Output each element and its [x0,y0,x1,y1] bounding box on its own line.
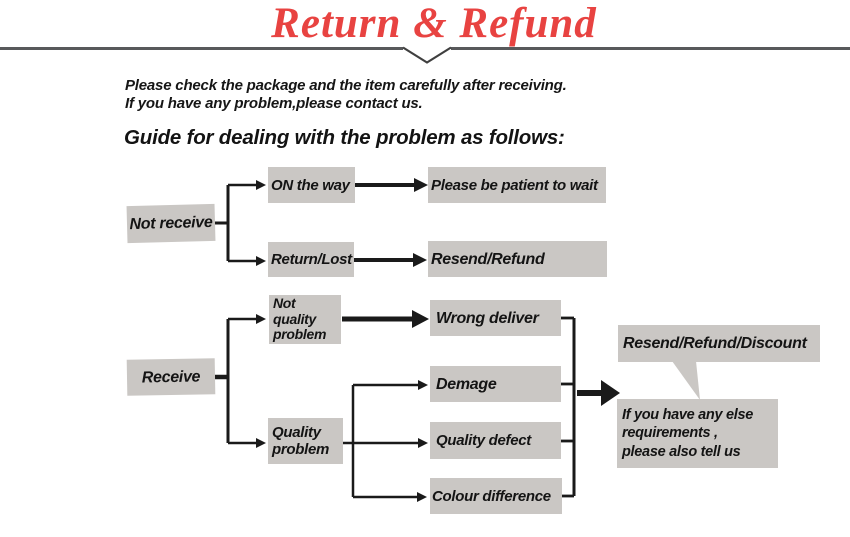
flow-box-not-quality-problem: Not quality problem [269,295,341,344]
header-divider-rule [0,46,850,64]
flow-box-else-requirements: If you have any else requirements , plea… [617,399,778,468]
flow-box-colour-difference: Colour difference [430,478,562,514]
flow-box-resend-refund: Resend/Refund [428,241,607,277]
flow-box-quality-defect: Quality defect [430,422,561,459]
collector-lines [561,316,602,498]
flow-box-please-be-patient: Please be patient to wait [428,167,606,203]
flow-box-wrong-deliver: Wrong deliver [430,300,561,336]
receive-branch-lines [215,316,418,499]
receive-branch-arrowheads [256,310,429,502]
page-title: Return & Refund [271,0,597,47]
flow-box-quality-problem: Quality problem [268,418,343,464]
intro-line-2: If you have any problem,please contact u… [125,95,423,112]
flow-box-not-receive: Not receive [126,203,216,244]
guide-heading: Guide for dealing with the problem as fo… [124,126,565,149]
speech-bubble-tail [672,361,700,400]
flow-box-return-lost: Return/Lost [268,242,354,277]
flow-box-demage: Demage [430,366,561,402]
flow-box-receive: Receive [126,358,216,396]
flow-box-on-the-way: ON the way [268,167,355,203]
intro-line-1: Please check the package and the item ca… [125,77,567,94]
big-result-arrowhead [601,380,620,406]
flow-box-resend-refund-discount: Resend/Refund/Discount [618,325,820,362]
not-receive-branch-arrowheads [256,178,428,267]
not-receive-branch-lines [214,183,415,263]
